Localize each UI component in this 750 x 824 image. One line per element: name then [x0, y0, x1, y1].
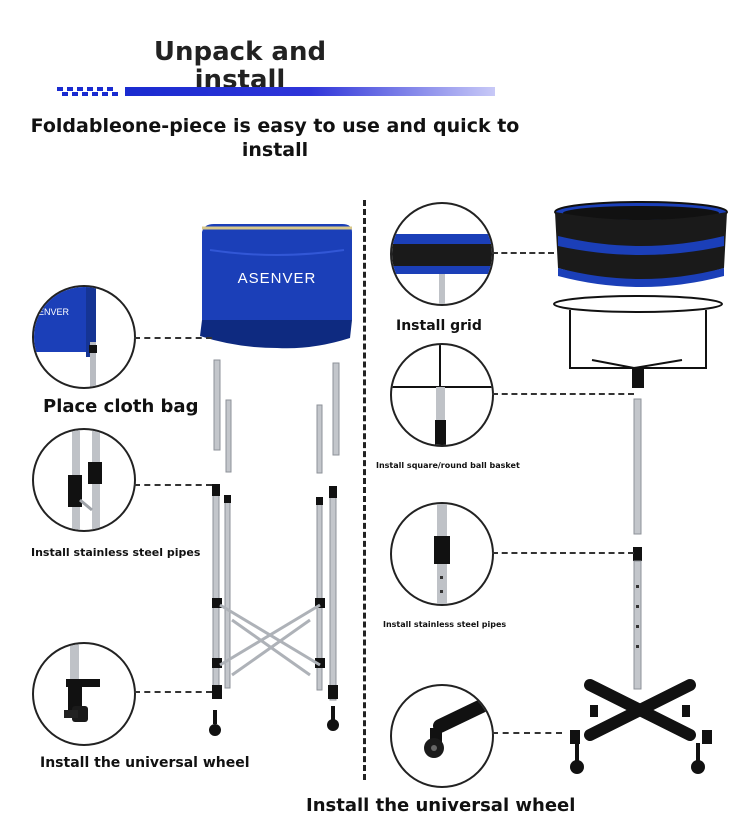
center-divider: [363, 200, 366, 780]
step-label-install-grid: Install grid: [396, 318, 482, 334]
center-pole-image: [633, 398, 642, 690]
detail-circle-wheel-left: [32, 642, 136, 746]
pipe-joint-closeup-image: [68, 430, 102, 530]
detail-circle-wheel-right: [390, 684, 494, 788]
step-label-place-cloth-bag: Place cloth bag: [43, 396, 199, 417]
cloth-bag-image: ASENVER: [200, 224, 352, 349]
page-subtitle: Foldableone-piece is easy to use and qui…: [30, 115, 520, 161]
detail-circle-bag: ENVER: [32, 285, 136, 389]
basket-pole-closeup-image: [392, 345, 492, 445]
detail-circle-basket: [390, 343, 494, 447]
detail-circle-pipes-right: [390, 502, 494, 606]
page-title: Unpack and install: [153, 37, 327, 95]
callout-line-bag: [134, 337, 212, 339]
callout-line-basket: [492, 393, 634, 395]
cross-base-image: [570, 679, 712, 774]
title-underline-band: [57, 87, 495, 96]
callout-line-wheel-right: [492, 732, 562, 734]
bag-closeup-image: ENVER: [34, 287, 97, 387]
brand-label: ASENVER: [238, 270, 317, 287]
wheel-closeup-image-right: [424, 694, 492, 758]
step-label-install-wheel-left: Install the universal wheel: [40, 755, 250, 771]
wire-ring-frame-image: [553, 295, 723, 388]
step-label-install-pipes: Install stainless steel pipes: [31, 546, 201, 559]
callout-line-pipes: [134, 484, 212, 486]
grid-basket-image: [554, 201, 728, 287]
grid-closeup-image: [392, 234, 492, 304]
step-label-install-basket: Install square/round ball basket: [376, 461, 520, 470]
callout-line-wheel-left: [134, 691, 212, 693]
wheel-closeup-image: [64, 644, 100, 722]
callout-line-grid: [492, 252, 554, 254]
loose-pipes-image: [213, 359, 340, 474]
pipe-closeup-image-right: [434, 504, 450, 604]
brand-crop-label: ENVER: [38, 307, 70, 317]
step-label-install-pipes-right: Install stainless steel pipes: [383, 620, 507, 629]
detail-circle-grid: [390, 202, 494, 306]
callout-line-pipes-right: [492, 552, 634, 554]
footer-label-install-wheel: Install the universal wheel: [306, 795, 576, 816]
folding-frame-image: [209, 484, 339, 736]
detail-circle-pipes: [32, 428, 136, 532]
